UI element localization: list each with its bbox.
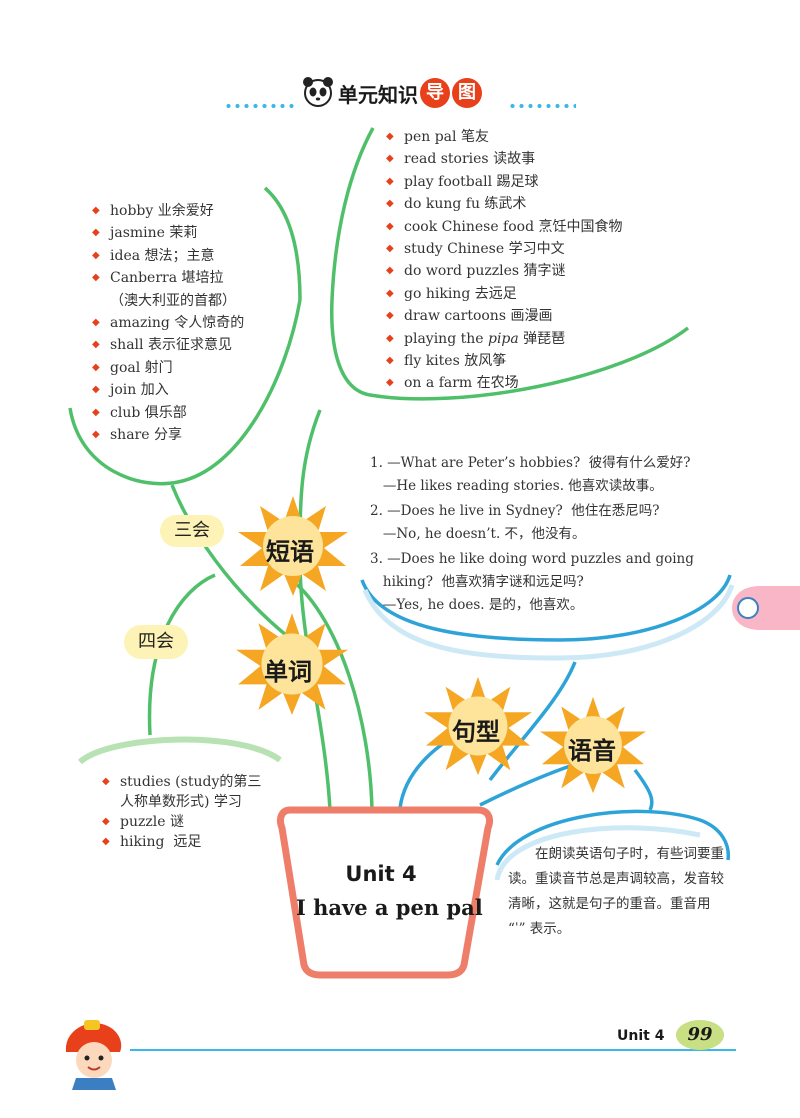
bullet-icon: ◆ <box>386 355 394 367</box>
sentence-line: hiking? 他喜欢猜字谜和远足吗? <box>370 574 584 590</box>
sentence-line: 3. —Does he like doing word puzzles and … <box>370 551 694 567</box>
sun-words-icon <box>236 613 348 715</box>
list-item: ◆draw cartoons 画漫画 <box>386 305 623 327</box>
bullet-icon: ◆ <box>386 332 394 344</box>
bullet-icon: ◆ <box>92 205 100 216</box>
header-title: 单元知识 <box>338 82 418 107</box>
bullet-icon: ◆ <box>386 153 394 165</box>
list-item: ◆pen pal 笔友 <box>386 126 623 148</box>
list-item: ◆club 俱乐部 <box>92 402 244 424</box>
list-item: ◆shall 表示征求意见 <box>92 334 244 356</box>
list-item: ◆hiking 远足 <box>102 834 202 850</box>
list-item: ◆hobby 业余爱好 <box>92 200 244 222</box>
list-item: ◆studies (study的第三 <box>102 774 262 790</box>
list-item: ◆Canberra 堪培拉 <box>92 267 244 289</box>
bullet-icon: ◆ <box>386 265 394 277</box>
bullet-icon: ◆ <box>92 406 100 418</box>
list-item: ◆go hiking 去远足 <box>386 283 623 305</box>
list-item: ◆amazing 令人惊奇的 <box>92 312 244 334</box>
list-item: ◆play football 踢足球 <box>386 171 623 193</box>
sentences-label: 句型 <box>452 718 500 746</box>
pronunciation-label: 语音 <box>568 737 616 765</box>
bullet-icon: ◆ <box>386 377 394 389</box>
bullet-icon: ◆ <box>92 317 100 329</box>
list-item: ◆read stories 读故事 <box>386 148 623 170</box>
phrases-label: 短语 <box>266 538 314 566</box>
header-dots-right <box>508 103 576 109</box>
bullet-icon: ◆ <box>386 287 394 299</box>
list-item: ◆idea 想法；主意 <box>92 245 244 267</box>
vocab-three-pill: 三会 <box>160 515 224 547</box>
list-item: ◆share 分享 <box>92 424 244 446</box>
phrases-list: ◆pen pal 笔友 ◆read stories 读故事 ◆play foot… <box>386 126 623 395</box>
vocab-three-list: ◆hobby 业余爱好 ◆jasmine 茉莉 ◆idea 想法；主意 ◆Can… <box>92 200 244 446</box>
sentence-line: —No, he doesn’t. 不，他没有。 <box>370 526 586 542</box>
list-item: ◆on a farm 在农场 <box>386 372 623 394</box>
bullet-icon: ◆ <box>102 776 110 787</box>
bullet-icon: ◆ <box>386 175 394 187</box>
bullet-icon: ◆ <box>102 836 110 847</box>
bullet-icon: ◆ <box>92 227 100 239</box>
footer-unit-label: Unit 4 <box>617 1028 665 1044</box>
sentence-line: 2. —Does he live in Sydney? 他住在悉尼吗? <box>370 503 660 519</box>
list-item: ◆puzzle 谜 <box>102 814 184 830</box>
bullet-icon: ◆ <box>386 243 394 255</box>
mascot-icon <box>65 1020 122 1090</box>
words-label: 单词 <box>264 658 312 686</box>
sun-phrases-icon <box>238 496 348 596</box>
header-highlight-1: 导 <box>420 78 450 108</box>
list-item: ◆goal 射门 <box>92 357 244 379</box>
bullet-icon: ◆ <box>92 249 100 261</box>
list-item: ◆fly kites 放风筝 <box>386 350 623 372</box>
pronunciation-text: 在朗读英语句子时，有些词要重读。重读音节总是声调较高，发音较清晰，这就是句子的重… <box>508 846 724 937</box>
list-item: ◆do kung fu 练武术 <box>386 193 623 215</box>
bullet-icon: ◆ <box>386 310 394 322</box>
unit-subtitle: I have a pen pal <box>296 895 483 920</box>
bullet-icon: ◆ <box>92 361 100 373</box>
vocab-four-pill: 四会 <box>124 625 188 659</box>
sentence-line: —Yes, he does. 是的，他喜欢。 <box>370 597 584 613</box>
sun-sentences-icon <box>424 676 532 776</box>
bullet-icon: ◆ <box>92 272 100 284</box>
vocab-four-list: ◆studies (study的第三 人称单数形式) 学习 ◆puzzle 谜 … <box>102 772 261 852</box>
sun-pronunciation-icon <box>540 696 646 794</box>
bullet-icon: ◆ <box>386 220 394 232</box>
list-item: ◆jasmine 茉莉 <box>92 222 244 244</box>
sentence-line: 1. —What are Peter’s hobbies? 彼得有什么爱好? <box>370 455 691 471</box>
list-item: ◆do word puzzles 猜字谜 <box>386 260 623 282</box>
page-number: 99 <box>676 1020 724 1050</box>
list-item: ◆join 加入 <box>92 379 244 401</box>
bullet-icon: ◆ <box>92 429 100 441</box>
header-dots-left <box>224 103 298 109</box>
list-item: ◆cook Chinese food 烹饪中国食物 <box>386 216 623 238</box>
bullet-icon: ◆ <box>386 198 394 210</box>
sentence-line: —He likes reading stories. 他喜欢读故事。 <box>370 478 663 494</box>
unit-title: Unit 4 <box>345 862 417 886</box>
list-item: 人称单数形式) 学习 <box>120 794 242 810</box>
bullet-icon: ◆ <box>102 816 110 827</box>
bullet-icon: ◆ <box>92 384 100 396</box>
bullet-icon: ◆ <box>92 339 100 351</box>
header-highlight-2: 图 <box>452 78 482 108</box>
bullet-icon: ◆ <box>386 131 394 142</box>
list-item: （澳大利亚的首都） <box>110 292 236 309</box>
header: 单元知识 导 图 <box>300 76 482 110</box>
list-item: ◆study Chinese 学习中文 <box>386 238 623 260</box>
list-item: ◆playing the pipa 弹琵琶 <box>386 328 623 350</box>
panda-icon <box>303 77 333 107</box>
